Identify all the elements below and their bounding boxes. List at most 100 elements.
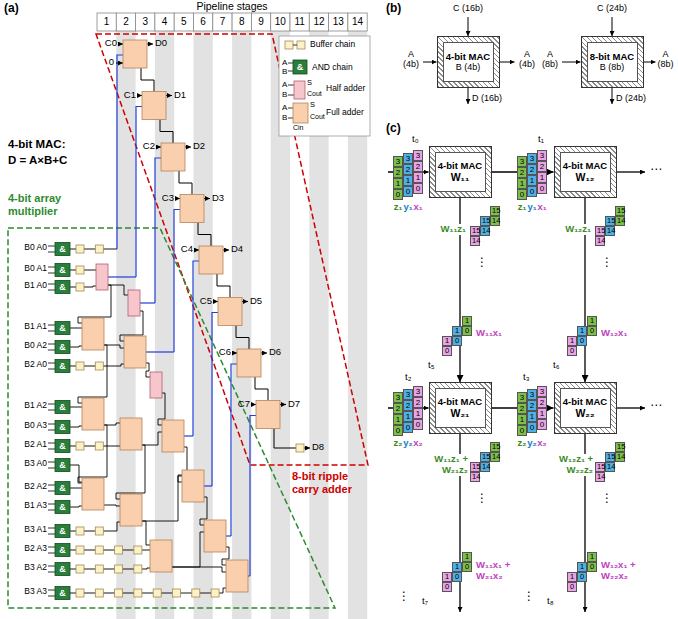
data-cell: 14 bbox=[605, 226, 615, 236]
continuation-dots: ⋮ bbox=[476, 256, 488, 270]
mac-block: 4-bit MACW₁₂ bbox=[554, 146, 617, 198]
stream-label: x₂ bbox=[413, 438, 423, 449]
data-cell: 0 bbox=[587, 562, 597, 572]
legend-text: Half adder bbox=[326, 84, 365, 94]
stage-number: 5 bbox=[174, 13, 193, 31]
wire bbox=[194, 250, 199, 251]
legend-box bbox=[279, 36, 370, 136]
gate-symbol: & bbox=[55, 563, 70, 576]
wire bbox=[175, 198, 180, 199]
input-wire bbox=[48, 566, 55, 567]
wire bbox=[70, 407, 82, 408]
and-gate bbox=[55, 440, 70, 453]
data-cell: 0 bbox=[442, 582, 452, 592]
buffer bbox=[76, 589, 84, 597]
wire bbox=[223, 250, 229, 251]
signal-name: D6 bbox=[269, 347, 281, 358]
data-cell: 1 bbox=[403, 411, 413, 422]
carry-wire bbox=[160, 120, 173, 144]
text-holder: 4-bit MACW₂₂ bbox=[555, 383, 616, 433]
legend-sample bbox=[288, 63, 293, 64]
legend-sample bbox=[297, 41, 305, 49]
stream-label: y₂ bbox=[403, 438, 413, 449]
stream-label: x₂ bbox=[537, 438, 547, 449]
input-wire bbox=[48, 246, 55, 247]
signal-name: C1 bbox=[124, 90, 136, 101]
input-wire bbox=[48, 331, 55, 332]
data-cell: 14 bbox=[615, 216, 625, 226]
input-wire bbox=[48, 491, 55, 492]
signal-arrow bbox=[562, 62, 581, 63]
output-label: W₁₂z₁ bbox=[564, 224, 592, 235]
full-adder bbox=[150, 540, 172, 572]
time-label: t₃ bbox=[523, 372, 530, 383]
gate-symbol: & bbox=[55, 482, 70, 495]
panel-letter: (c) bbox=[386, 122, 401, 136]
signal-name: B3 A2 bbox=[24, 563, 47, 573]
signal-name: D4 bbox=[231, 244, 243, 255]
signal-name: B2 A2 bbox=[24, 482, 47, 492]
and-gate bbox=[55, 563, 70, 576]
signal-name: C4 bbox=[181, 244, 193, 255]
gate-symbol: & bbox=[55, 459, 70, 472]
buffer bbox=[95, 589, 103, 597]
full-adder bbox=[199, 246, 223, 274]
data-cell: 1 bbox=[537, 172, 547, 183]
signal-name: D3 bbox=[212, 193, 224, 204]
data-cell: 2 bbox=[413, 161, 423, 172]
pin-label: A bbox=[282, 103, 287, 112]
axis-title: Pipeline stages bbox=[196, 0, 267, 12]
data-cell: 1 bbox=[393, 178, 403, 189]
region-outline bbox=[8, 228, 335, 608]
carry-wire bbox=[179, 171, 192, 195]
data-cell: 1 bbox=[527, 411, 537, 422]
product-wire bbox=[108, 276, 136, 277]
pin-label: B bbox=[282, 113, 287, 122]
mac-block: 4-bit MACW₂₂ bbox=[554, 382, 617, 434]
buffer bbox=[192, 589, 200, 597]
input-wire bbox=[48, 363, 55, 364]
block-title: 4-bit MAC bbox=[563, 160, 607, 171]
equation-label: D = A×B+C bbox=[8, 154, 67, 167]
block-inner-panel bbox=[443, 42, 494, 82]
data-cell: 0 bbox=[537, 419, 547, 430]
gate-symbol: & bbox=[55, 243, 70, 256]
data-cell: 3 bbox=[413, 386, 423, 397]
region-label: 4-bit array multiplier bbox=[8, 192, 94, 217]
data-cell: 15 bbox=[490, 206, 500, 216]
data-cell: 1 bbox=[577, 326, 587, 336]
data-cell: 15 bbox=[595, 462, 605, 472]
and-gate bbox=[55, 243, 70, 256]
data-cell: 2 bbox=[403, 164, 413, 175]
stage-number: 6 bbox=[194, 13, 213, 31]
and-gate bbox=[55, 281, 70, 294]
data-cell: 3 bbox=[413, 150, 423, 161]
wire bbox=[147, 44, 153, 45]
buffer bbox=[95, 546, 103, 554]
port-label: D (16b) bbox=[472, 93, 502, 103]
signal-arrow bbox=[423, 62, 437, 63]
stage-cell bbox=[136, 13, 155, 31]
data-cell: 2 bbox=[537, 397, 547, 408]
data-cell: 3 bbox=[527, 389, 537, 400]
data-cell: 3 bbox=[403, 153, 413, 164]
buffer bbox=[76, 527, 84, 535]
data-cell: 15 bbox=[490, 442, 500, 452]
block-title: 4-bit MAC bbox=[563, 396, 607, 407]
block-title: 4-bit MAC bbox=[438, 160, 482, 171]
data-cell: 15 bbox=[605, 452, 615, 462]
input-wire bbox=[48, 572, 55, 573]
wire bbox=[146, 363, 150, 377]
buffer bbox=[95, 362, 103, 370]
input-wire bbox=[48, 284, 55, 285]
text-holder: 4-bit MACW₂₁ bbox=[430, 383, 491, 433]
data-cell: 1 bbox=[462, 552, 472, 562]
input-wire bbox=[48, 485, 55, 486]
signal-name: C2 bbox=[143, 141, 155, 152]
input-wire bbox=[48, 267, 55, 268]
mac-block: 4-bit MACW₁₁ bbox=[429, 146, 492, 198]
stream-label: y₂ bbox=[527, 438, 537, 449]
text-holder: 4-bit MACB (4b) bbox=[438, 37, 499, 87]
data-cell: 2 bbox=[527, 164, 537, 175]
stage-cell bbox=[213, 13, 232, 31]
